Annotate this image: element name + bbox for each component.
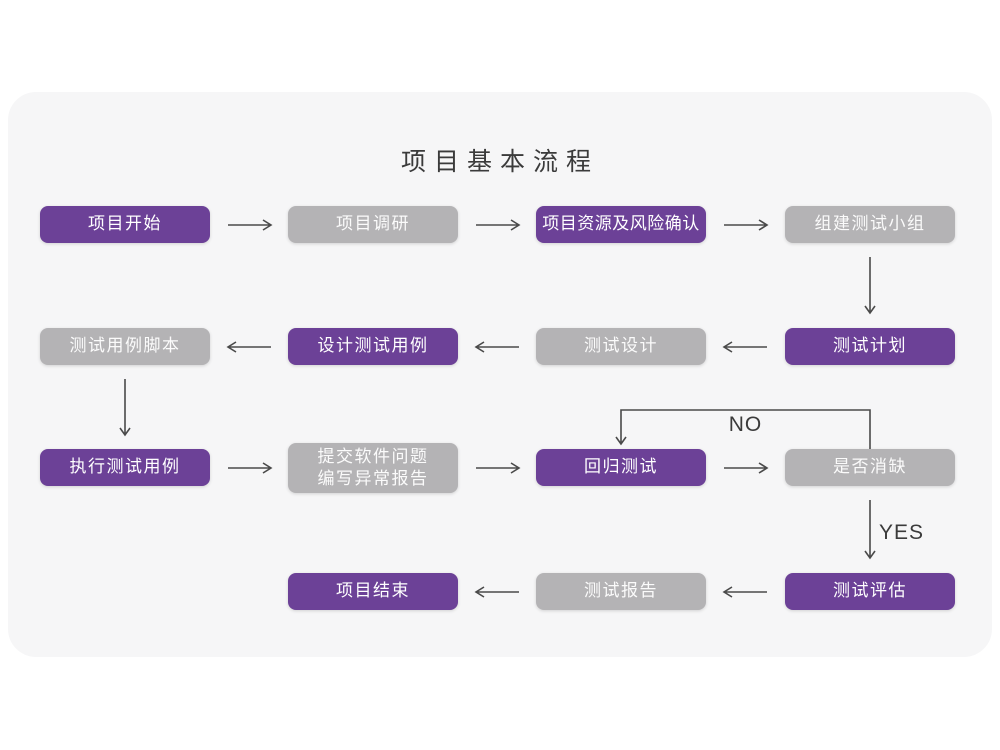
node-project-end: 项目结束 — [288, 573, 458, 610]
node-project-start: 项目开始 — [40, 206, 210, 243]
node-test-design: 测试设计 — [536, 328, 706, 365]
node-test-case-script: 测试用例脚本 — [40, 328, 210, 365]
node-build-test-team: 组建测试小组 — [785, 206, 955, 243]
node-test-report: 测试报告 — [536, 573, 706, 610]
node-project-research: 项目调研 — [288, 206, 458, 243]
node-test-plan: 测试计划 — [785, 328, 955, 365]
node-test-evaluation: 测试评估 — [785, 573, 955, 610]
page-title: 项目基本流程 — [400, 148, 599, 176]
node-defect-cleared: 是否消缺 — [785, 449, 955, 486]
edge-label-no: NO — [728, 413, 763, 436]
edge-label-yes: YES — [879, 521, 925, 544]
node-resource-risk-confirm: 项目资源及风险确认 — [536, 206, 706, 243]
flowchart-card — [8, 92, 992, 657]
node-design-test-case: 设计测试用例 — [288, 328, 458, 365]
node-execute-test-case: 执行测试用例 — [40, 449, 210, 486]
node-regression-test: 回归测试 — [536, 449, 706, 486]
node-submit-issue-report: 提交软件问题 编写异常报告 — [288, 443, 458, 493]
